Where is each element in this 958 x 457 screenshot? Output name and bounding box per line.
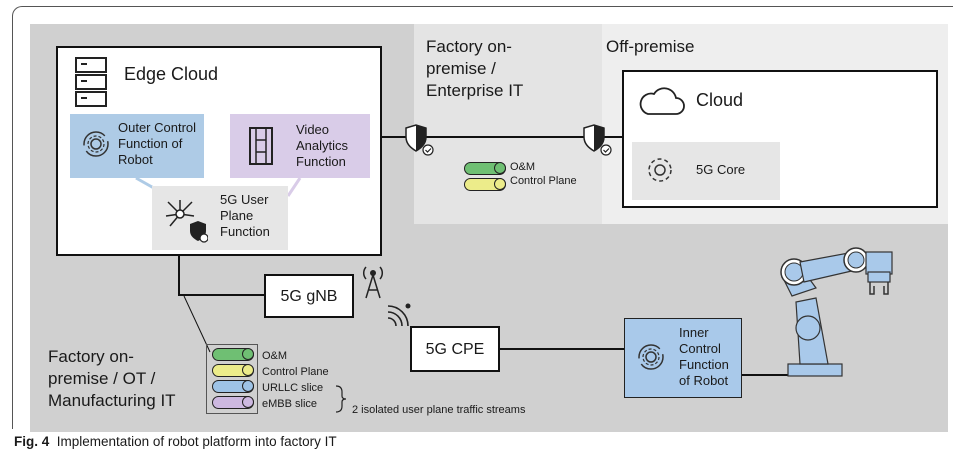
embb-slice-label: eMBB slice [262,398,318,410]
outer-control-label: Outer Control Function of Robot [118,120,197,167]
cpe-box: 5G CPE [410,326,500,372]
embb-slice-pill [212,396,254,409]
cloud-icon [639,87,685,115]
control-plane-slice-label: Control Plane [262,366,329,378]
edge-cloud-title: Edge Cloud [124,64,219,84]
urllc-slice-pill [212,380,254,393]
network-hub-icon [165,200,208,243]
robot-arm-icon [780,247,893,377]
wifi-icon [387,303,411,327]
om-pill [464,162,506,175]
shield-check-icon [405,124,434,156]
gnb-box: 5G gNB [264,274,354,318]
inner-to-robot-line [740,374,792,376]
control-plane-slice-pill [212,364,254,377]
zone-title-enterprise-it: Factory on- premise / Enterprise IT [426,37,524,100]
om-control-plane-label: O&M Control Plane [510,161,577,187]
gear-icon [83,131,109,157]
cpe-to-inner-line [500,348,624,350]
legend-leader-line [183,296,211,353]
cloud-title: Cloud [696,90,744,110]
edge-down-line [178,254,180,296]
edge-to-cloud-line [380,136,624,138]
om-slice-pill [212,348,254,361]
edge-to-gnb-line [178,294,264,296]
gear-icon [638,344,664,370]
zone-title-ot: Factory on- premise / OT / Manufacturing… [48,347,176,410]
upf-label: 5G User Plane Function [220,192,270,239]
cpe-label: 5G CPE [425,341,485,358]
om-slice-label: O&M [262,350,288,362]
inner-control-label: Inner Control Function of Robot [679,325,729,388]
video-analytics-label: Video Analytics Function [296,122,349,169]
core-label: 5G Core [696,162,746,177]
figure-frame [12,6,953,429]
video-analytics-panel: Video Analytics Function [230,114,370,178]
urllc-slice-label: URLLC slice [262,382,324,394]
caption-text: Implementation of robot platform into fa… [56,434,337,449]
antenna-icon [362,266,384,299]
control-plane-pill [464,178,506,191]
edge-cloud-box: Edge Cloud Outer Control Function of Rob… [56,46,382,256]
inner-control-box: Inner Control Function of Robot [624,318,742,398]
shield-check-icon [583,124,612,156]
zone-enterprise-it [414,24,602,224]
slice-note: 2 isolated user plane traffic streams [352,404,526,416]
caption-figure-number: Fig. 4 [14,434,50,449]
cloud-box: Cloud 5G Core [622,70,938,208]
gnb-label: 5G gNB [280,288,338,305]
core-panel: 5G Core [632,142,780,200]
outer-control-panel: Outer Control Function of Robot [70,114,204,178]
film-icon [249,127,273,165]
figure-caption: Fig. 4 Implementation of robot platform … [14,434,337,449]
slice-brace [335,385,347,413]
zone-title-off-premise: Off-premise [606,37,695,56]
gear-icon [648,158,672,182]
server-icon [75,57,107,107]
slice-legend-frame [206,344,258,414]
upf-panel: 5G User Plane Function [152,186,288,250]
